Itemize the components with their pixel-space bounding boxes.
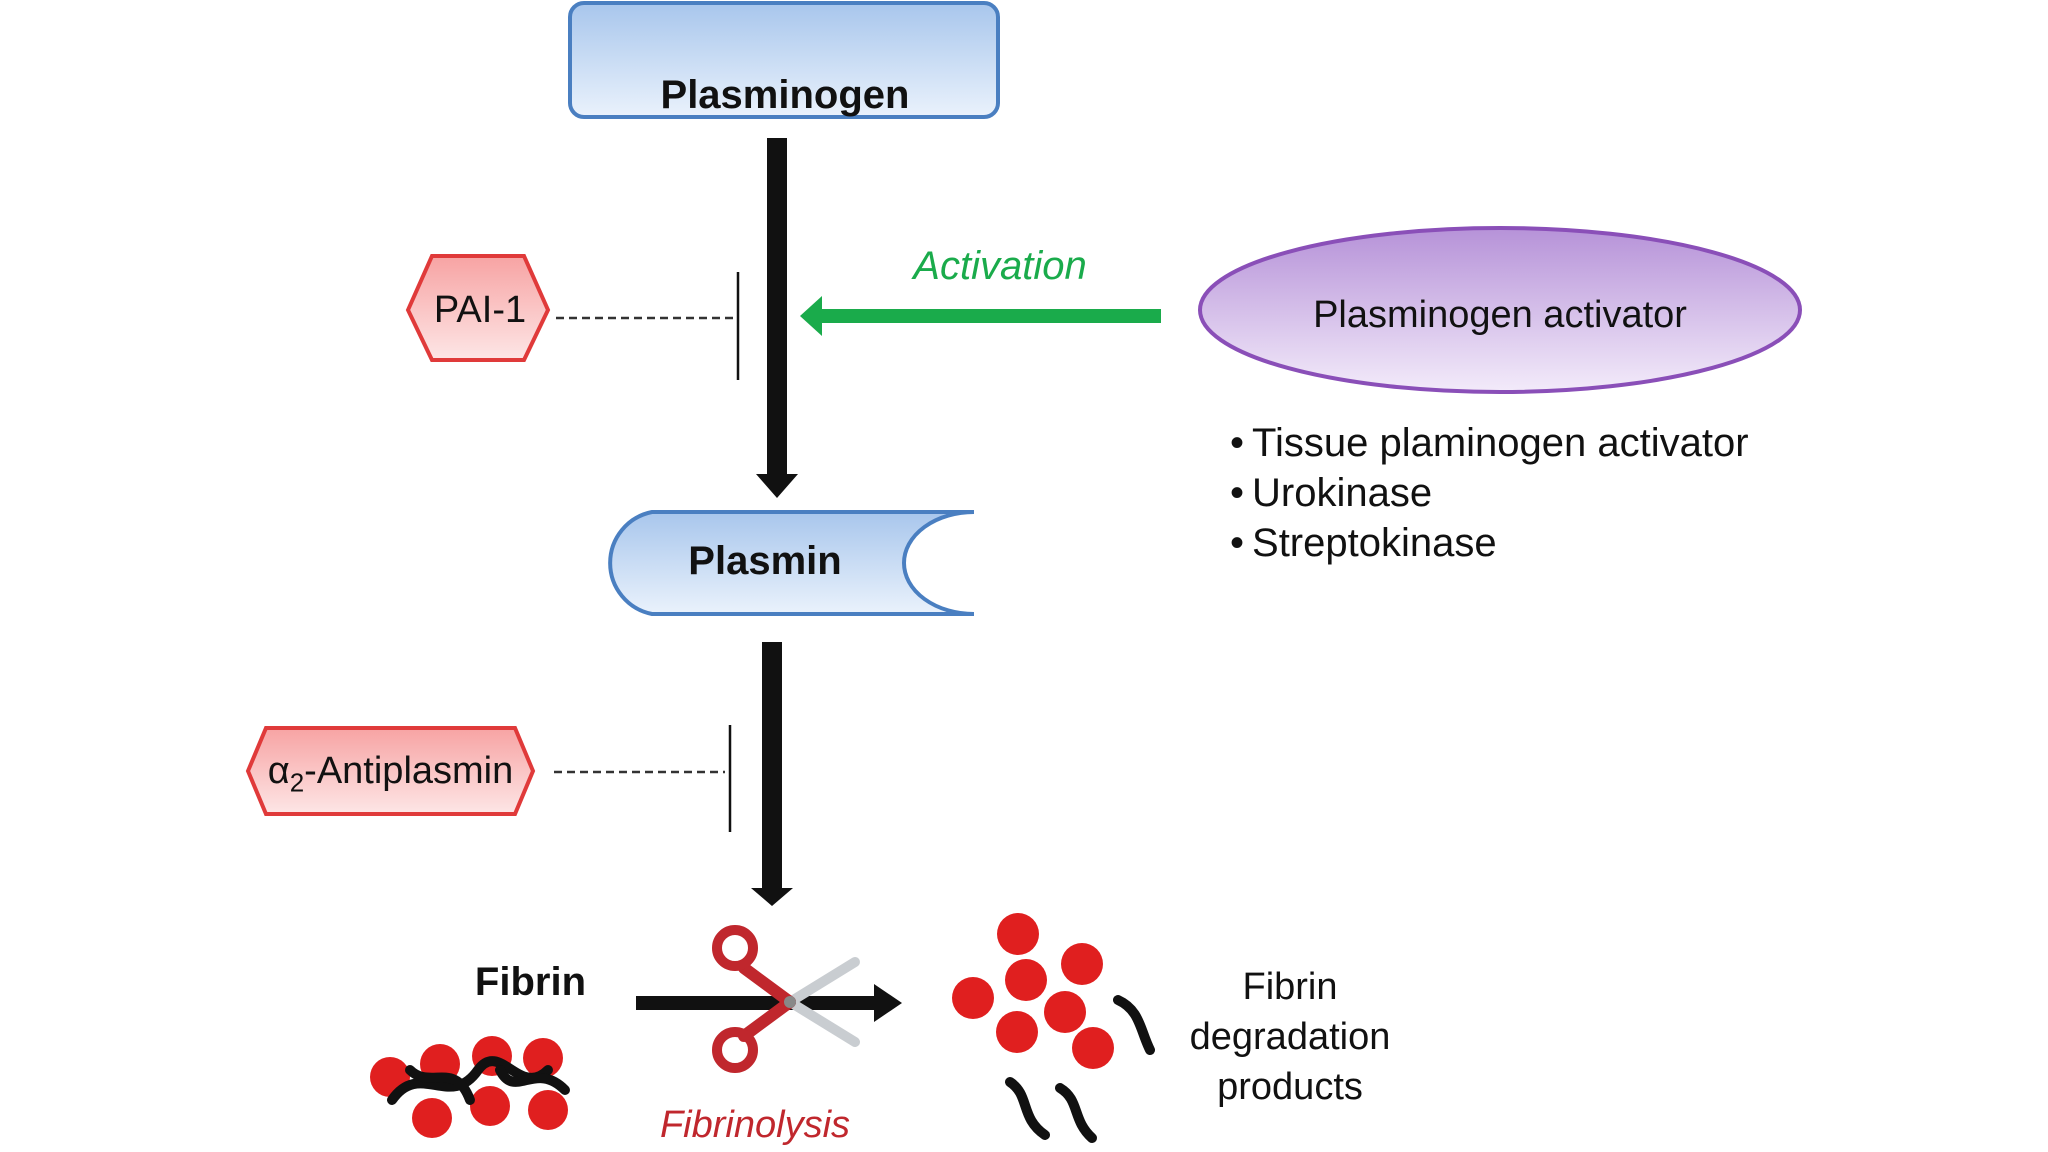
fibrin-label: Fibrin	[474, 960, 586, 1004]
activator-types-list: Tissue plaminogen activator Urokinase St…	[1230, 418, 1749, 568]
antiplasmin-greek: α	[267, 750, 290, 792]
plasmin-node	[608, 510, 975, 616]
antiplasmin-node	[245, 726, 536, 816]
fibrinolysis-arrow	[636, 984, 902, 1022]
activation-label: Activation	[913, 244, 1087, 288]
fibrinolysis-label: Fibrinolysis	[659, 1104, 851, 1146]
activator-type-item: Streptokinase	[1230, 518, 1749, 568]
fibrin-degradation-products-label: Fibrin degradation products	[1189, 966, 1391, 1108]
conversion-arrow-2	[751, 642, 793, 906]
plasminogen-node	[568, 1, 1000, 119]
plasminogen-activator-node	[1198, 226, 1802, 394]
activator-type-item: Urokinase	[1230, 468, 1749, 518]
pai1-inhibition-line	[556, 272, 740, 380]
conversion-arrow-1	[756, 138, 798, 498]
fibrin-clot-icon	[370, 1036, 570, 1138]
scissors-icon	[712, 925, 860, 1073]
antiplasmin-text: -Antiplasmin	[304, 750, 514, 792]
pai1-node	[405, 254, 551, 362]
activator-type-item: Tissue plaminogen activator	[1230, 418, 1749, 468]
antiplasmin-label: α2-Antiplasmin	[248, 728, 533, 814]
plasminogen-activator-label: Plasminogen activator	[1313, 294, 1687, 336]
antiplasmin-inhibition-line	[554, 725, 732, 832]
plasmin-label: Plasmin	[688, 539, 842, 583]
plasminogen-label: Plasminogen	[660, 73, 910, 117]
antiplasmin-subscript: 2	[289, 767, 305, 798]
degradation-products-icon	[952, 913, 1155, 1143]
pai1-label: PAI-1	[433, 289, 527, 331]
activation-arrow	[800, 296, 1161, 336]
